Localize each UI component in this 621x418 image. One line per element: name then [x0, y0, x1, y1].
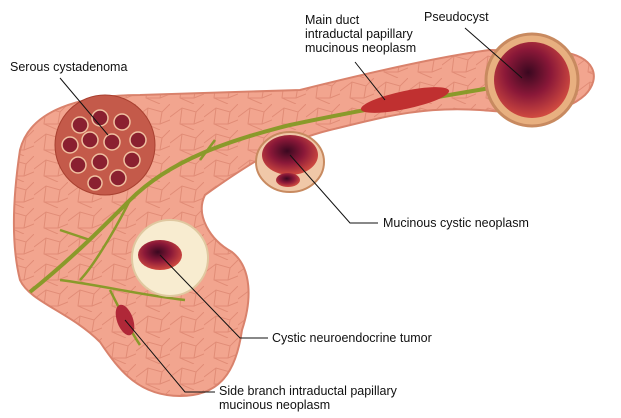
label-line: intraductal papillary: [305, 27, 413, 41]
label-line: Side branch intraductal papillary: [219, 384, 397, 398]
label-line: mucinous neoplasm: [219, 398, 331, 412]
label-main-duct-ipmn: Main duct intraductal papillary mucinous…: [305, 13, 416, 55]
leader-lines: [59, 27, 523, 393]
label-serous-cystadenoma: Serous cystadenoma: [10, 60, 128, 74]
label-side-branch-ipmn: Side branch intraductal papillary mucino…: [219, 384, 397, 412]
label-line: mucinous neoplasm: [305, 41, 417, 55]
main-duct-ipmn: [360, 87, 450, 113]
label-cystic-neuroendocrine-tumor: Cystic neuroendocrine tumor: [272, 331, 432, 345]
label-pseudocyst: Pseudocyst: [424, 10, 489, 24]
label-line: Main duct: [305, 13, 360, 27]
label-mucinous-cystic-neoplasm: Mucinous cystic neoplasm: [383, 216, 529, 230]
